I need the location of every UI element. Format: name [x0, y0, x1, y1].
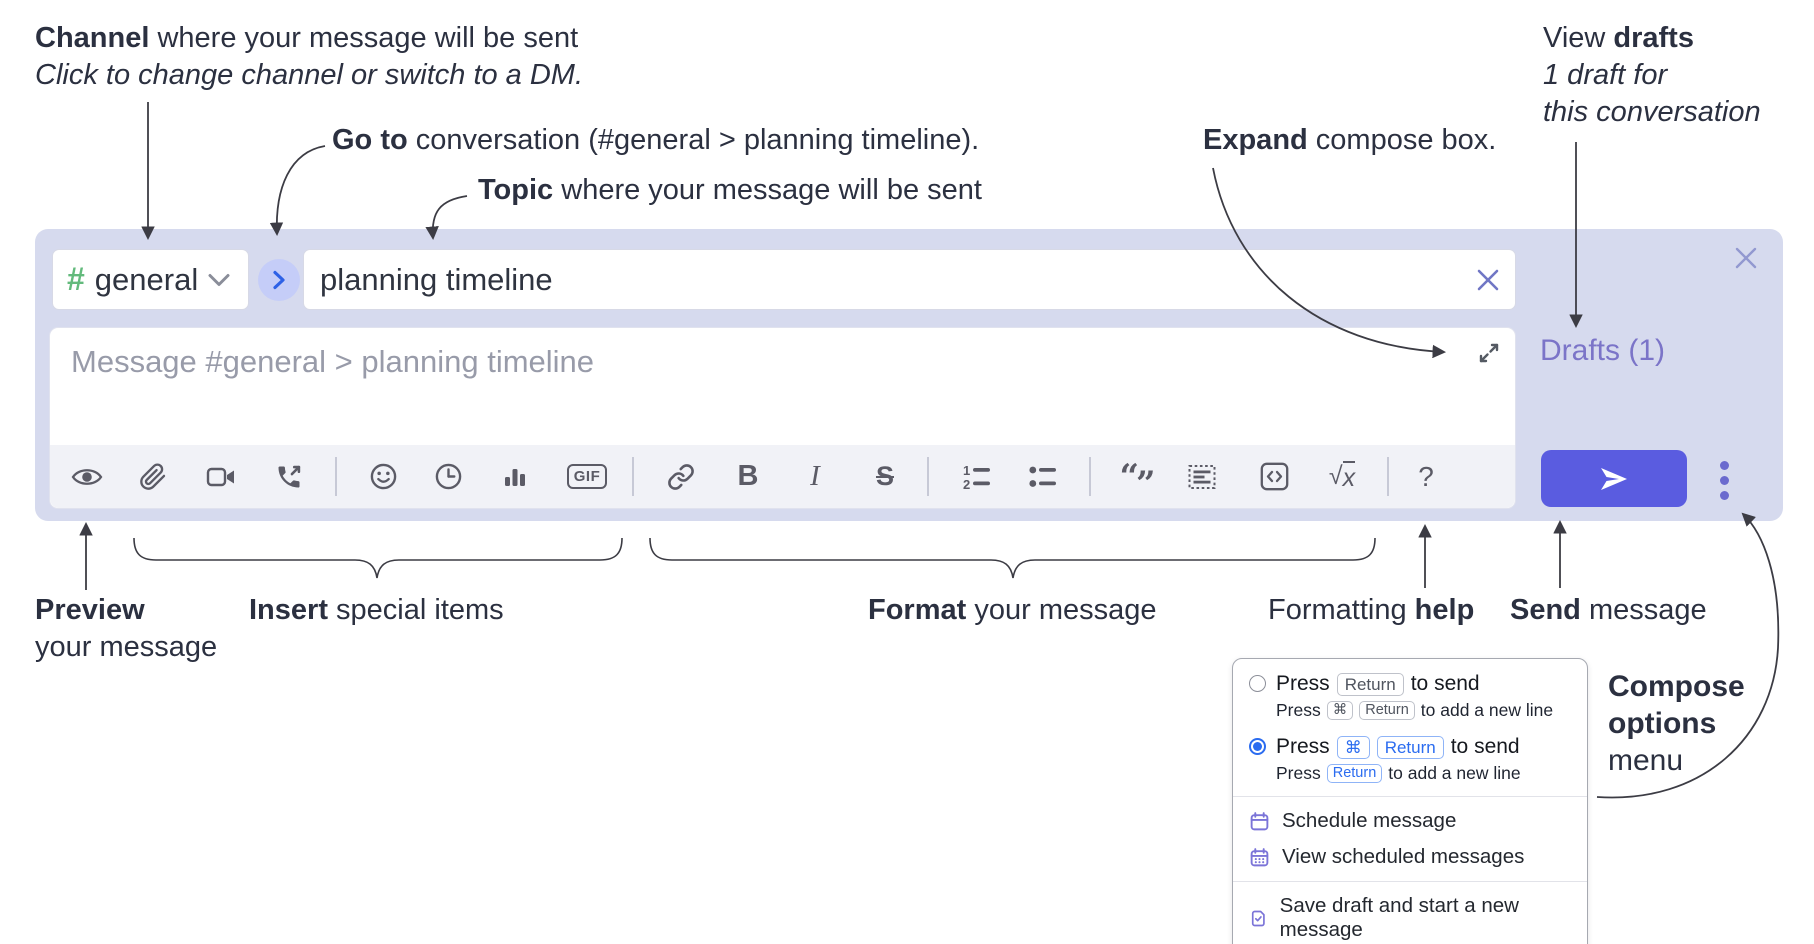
bulleted-list-icon[interactable] — [1019, 445, 1067, 508]
channel-selector[interactable]: # general — [52, 249, 249, 310]
send-option-return[interactable]: Press Return to send Press ⌘ Return to a… — [1249, 672, 1571, 721]
send-icon — [1601, 467, 1627, 490]
toolbar-divider — [335, 457, 337, 496]
go-to-conversation-button[interactable] — [258, 259, 300, 301]
strikethrough-icon[interactable]: S — [875, 461, 894, 491]
message-compose-area: GIF B I S 12 — [49, 327, 1516, 509]
send-option-cmd-return[interactable]: Press ⌘ Return to send Press Return to a… — [1249, 735, 1571, 784]
radio-selected-icon[interactable] — [1249, 738, 1266, 755]
compose-box-panel: # general Dr — [35, 229, 1783, 521]
popup-divider — [1233, 796, 1587, 797]
annotation-format: Format your message — [868, 594, 1157, 626]
annotation-topic: Topic where your message will be sent — [478, 174, 982, 206]
channel-hash-icon: # — [67, 261, 85, 297]
poll-icon[interactable] — [491, 445, 539, 508]
annotation-channel-line2: Click to change channel or switch to a D… — [35, 59, 584, 91]
code-icon[interactable] — [1250, 445, 1298, 508]
key-return: Return — [1376, 735, 1444, 759]
calendar-icon — [1250, 811, 1269, 830]
italic-icon[interactable]: I — [810, 460, 820, 492]
annotation-view-drafts: View drafts 1 draft for this conversatio… — [1543, 22, 1761, 128]
key-return: Return — [1359, 701, 1415, 720]
annotation-expand: Expand compose box. — [1203, 124, 1497, 156]
menu-item-save-draft[interactable]: Save draft and start a new message — [1249, 894, 1571, 942]
calendar-grid-icon — [1250, 847, 1269, 866]
annotation-preview: Preview your message — [35, 594, 218, 663]
dot-icon — [1719, 491, 1729, 500]
key-return: Return — [1336, 672, 1404, 696]
quote-icon[interactable]: “” — [1119, 456, 1155, 504]
audio-call-icon[interactable] — [265, 445, 313, 508]
formatting-help-icon[interactable]: ? — [1418, 460, 1434, 492]
menu-item-schedule-message[interactable]: Schedule message — [1249, 809, 1571, 833]
dot-icon — [1719, 461, 1729, 470]
brace-insert — [133, 537, 623, 579]
annotation-channel: Channel where your message will be sent … — [35, 20, 583, 94]
key-cmd: ⌘ — [1326, 701, 1354, 720]
chevron-right-icon — [273, 270, 285, 290]
message-input[interactable] — [50, 328, 1515, 440]
clear-topic-icon[interactable] — [1475, 267, 1501, 293]
link-icon[interactable] — [657, 445, 705, 508]
compose-options-menu-button[interactable] — [1711, 454, 1737, 507]
drafts-link[interactable]: Drafts (1) — [1540, 334, 1666, 367]
chevron-down-icon — [208, 273, 230, 286]
annotation-insert: Insert special items — [249, 594, 504, 626]
bold-icon[interactable]: B — [737, 460, 759, 492]
math-icon[interactable]: √x — [1328, 460, 1356, 492]
menu-item-view-scheduled[interactable]: View scheduled messages — [1249, 845, 1571, 869]
close-compose-icon[interactable] — [1733, 245, 1759, 271]
preview-eye-icon[interactable] — [63, 445, 111, 508]
video-call-icon[interactable] — [197, 445, 245, 508]
svg-text:1: 1 — [963, 463, 970, 478]
annotation-send: Send message — [1510, 594, 1707, 626]
topic-input-box — [303, 249, 1516, 310]
brace-format — [649, 537, 1376, 579]
emoji-icon[interactable] — [359, 445, 407, 508]
toolbar-divider — [1089, 457, 1091, 496]
annotation-formatting-help: Formatting help — [1268, 594, 1475, 626]
annotation-channel-rest: where your message will be sent — [149, 22, 579, 54]
key-cmd: ⌘ — [1336, 735, 1370, 759]
send-button[interactable] — [1541, 450, 1687, 507]
time-icon[interactable] — [424, 445, 472, 508]
toolbar-divider — [1387, 457, 1389, 496]
annotation-channel-bold: Channel — [35, 22, 150, 54]
annotation-compose-options: Compose options menu — [1608, 670, 1745, 777]
attach-paperclip-icon[interactable] — [129, 445, 177, 508]
expand-compose-icon[interactable] — [1477, 341, 1501, 365]
annotation-go-to: Go to conversation (#general > planning … — [332, 124, 980, 156]
svg-text:2: 2 — [963, 477, 970, 491]
popup-divider — [1233, 881, 1587, 882]
dot-icon — [1719, 476, 1729, 485]
key-return: Return — [1326, 764, 1383, 783]
topic-input[interactable] — [304, 261, 1475, 298]
connector-go-to — [269, 145, 326, 237]
toolbar-divider — [927, 457, 929, 496]
compose-options-popup: Press Return to send Press ⌘ Return to a… — [1232, 658, 1588, 944]
gif-icon[interactable]: GIF — [559, 445, 615, 508]
radio-unselected-icon[interactable] — [1249, 675, 1266, 692]
channel-name: general — [94, 261, 199, 297]
spoiler-icon[interactable] — [1178, 445, 1226, 508]
toolbar-divider — [632, 457, 634, 496]
document-check-icon — [1251, 910, 1265, 926]
